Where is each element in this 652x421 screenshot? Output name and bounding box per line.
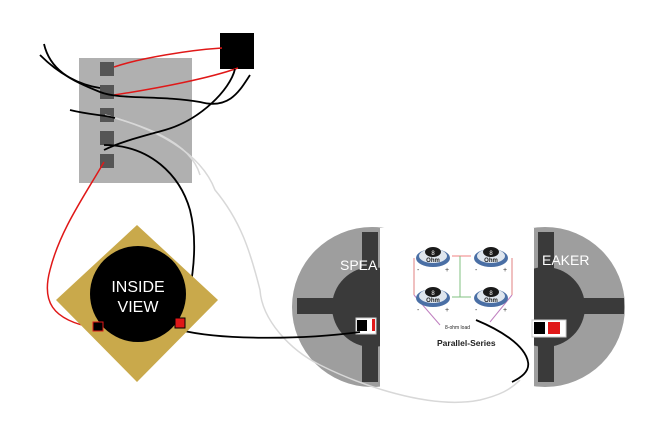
speaker-icon: 8 Ohm [416, 247, 450, 267]
left-terminal-positive [372, 319, 375, 331]
inside-terminal-negative [92, 321, 104, 332]
right-terminal-plate [531, 319, 567, 338]
svg-text:-: - [475, 307, 478, 314]
speaker-icon: 8 Ohm [474, 247, 508, 267]
config-caption: Parallel-Series [437, 338, 496, 348]
speaker-4-ohm-unit: Ohm [484, 298, 498, 304]
inside-view-diagram: INSIDE VIEW [56, 225, 218, 382]
inside-terminal-positive [174, 317, 186, 329]
left-speaker-label: SPEA [340, 257, 378, 273]
positive-wire [46, 47, 239, 329]
left-terminal-negative [357, 320, 367, 331]
speaker-1-ohm-unit: Ohm [426, 258, 440, 264]
svg-text:-: - [475, 267, 478, 274]
speaker-icon: 8 Ohm [474, 287, 508, 307]
speaker-schematic: 8 Ohm 8 Ohm 8 Ohm 8 Ohm - + [413, 247, 513, 348]
load-caption: 8-ohm load [445, 325, 470, 331]
amplifier-box-icon [220, 33, 254, 69]
terminal-block-icon [79, 58, 192, 183]
speaker-4-ohm-value: 8 [489, 291, 493, 297]
speaker-icon: 8 Ohm [416, 287, 450, 307]
speaker-3-ohm-value: 8 [431, 291, 435, 297]
speaker-1-ohm-value: 8 [431, 251, 435, 257]
svg-text:+: + [503, 267, 507, 274]
right-terminal-negative [534, 322, 545, 334]
speaker-2-ohm-unit: Ohm [484, 258, 498, 264]
svg-text:-: - [417, 307, 420, 314]
svg-text:+: + [445, 307, 449, 314]
left-terminal-plate [355, 317, 377, 335]
svg-text:-: - [417, 267, 420, 274]
inside-view-label-line2: VIEW [118, 299, 160, 316]
right-speaker-label: EAKER [542, 252, 589, 268]
svg-text:+: + [445, 267, 449, 274]
wiring-panel [380, 228, 534, 388]
speaker-2-ohm-value: 8 [489, 251, 493, 257]
speaker-wire-gray [104, 114, 521, 404]
inside-view-label-line1: INSIDE [111, 279, 164, 296]
svg-text:+: + [503, 307, 507, 314]
speaker-3-ohm-unit: Ohm [426, 298, 440, 304]
right-terminal-positive [548, 322, 560, 334]
inside-view-circle [90, 246, 186, 342]
